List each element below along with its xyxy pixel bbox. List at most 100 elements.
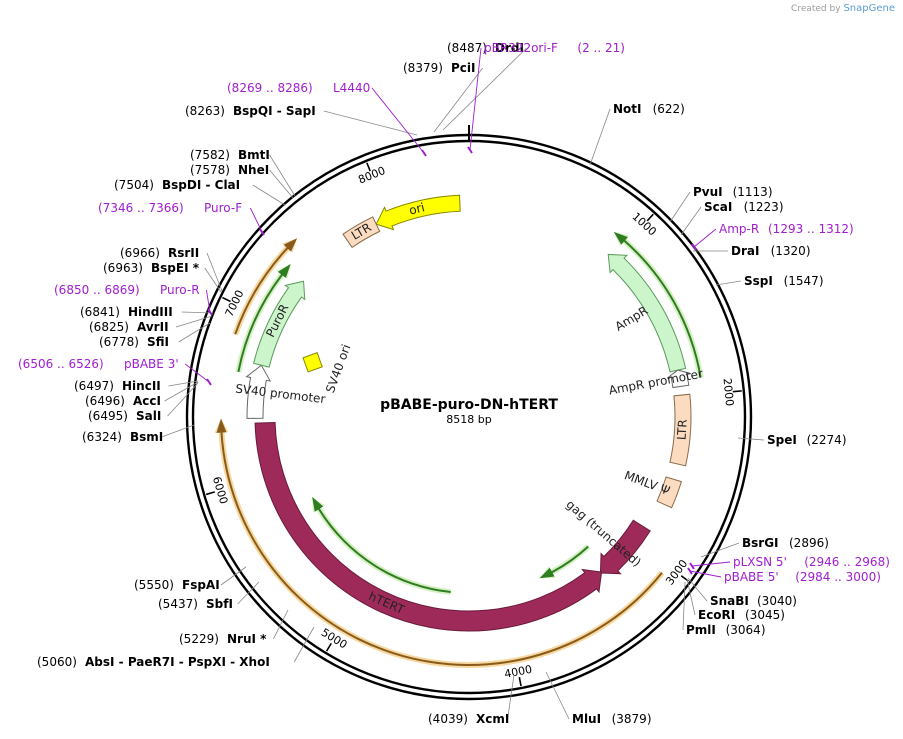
- site-leader: [442, 47, 527, 131]
- site-position: (6497): [74, 379, 114, 393]
- primer-puro-r[interactable]: (6850 .. 6869)Puro-R: [54, 283, 200, 297]
- site-bspdi-clai[interactable]: (7504)BspDI - ClaI: [114, 178, 240, 192]
- primer-amp-r[interactable]: Amp-R(1293 .. 1312): [719, 222, 854, 236]
- orf-puro-outer: [234, 238, 298, 335]
- site-name: SnaBI: [710, 594, 749, 608]
- primer-leader: [693, 228, 717, 248]
- feature-htert[interactable]: [254, 421, 603, 632]
- site-nhei[interactable]: (7578)NheI: [190, 163, 269, 177]
- primer-leader: [205, 289, 211, 313]
- site-name: HindIII: [128, 305, 173, 319]
- site-drai[interactable]: DraI(1320): [731, 244, 811, 258]
- primer-name: Puro-F: [204, 201, 242, 215]
- site-spei[interactable]: SpeI(2274): [767, 433, 847, 447]
- site-position: (4039): [428, 712, 468, 726]
- site-drdi[interactable]: (8487)DrdI: [447, 41, 524, 55]
- site-sfii[interactable]: (6778)SfiI: [99, 335, 169, 349]
- feature-ampr[interactable]: [607, 253, 687, 373]
- site-xcmi[interactable]: (4039) XcmI: [428, 712, 509, 726]
- feature-label: SV40 ori: [323, 342, 353, 394]
- site-sspi[interactable]: SspI(1547): [744, 274, 824, 288]
- primer-pbr322ori-f[interactable]: pBR322ori-F(2 .. 21): [484, 41, 625, 55]
- tick-mark: [732, 390, 742, 393]
- feature-ltr-left[interactable]: [342, 216, 381, 249]
- site-sali[interactable]: (6495)SalI: [88, 409, 161, 423]
- site-leaders: [161, 47, 765, 720]
- site-ecori[interactable]: EcoRI(3045): [698, 608, 785, 622]
- primer-leader: [689, 570, 722, 578]
- feature-mmlv-psi[interactable]: [656, 476, 683, 509]
- site-position: (7582): [190, 148, 230, 162]
- primer-pbabe-5-[interactable]: pBABE 5'(2984 .. 3000): [724, 570, 881, 584]
- primer-mark: [206, 378, 212, 386]
- site-sbfi[interactable]: (5437)SbfI: [158, 597, 233, 611]
- site-leader: [273, 609, 289, 640]
- site-noti[interactable]: NotI(622): [613, 102, 685, 116]
- primer-l4440[interactable]: (8269 .. 8286)L4440: [227, 81, 370, 95]
- snapgene-logo: SnapGene: [843, 3, 895, 14]
- site-name: SalI: [136, 409, 161, 423]
- site-leader: [323, 110, 418, 136]
- site-bmti[interactable]: (7582) BmtI: [190, 148, 270, 162]
- site-pvui[interactable]: PvuI(1113): [693, 185, 773, 199]
- feature-label: ori: [408, 200, 427, 217]
- tick-mark: [222, 296, 231, 303]
- site-snabi[interactable]: SnaBI(3040): [710, 594, 797, 608]
- site-leader: [252, 184, 286, 206]
- feature-sv40-ori[interactable]: [302, 352, 323, 373]
- primer-mark: [259, 228, 265, 236]
- site-name: BspEI *: [151, 261, 200, 275]
- site-bspqi-sapi[interactable]: (8263)BspQI - SapI: [185, 104, 316, 118]
- site-name: DraI: [731, 244, 759, 258]
- site-name: EcoRI: [698, 608, 735, 622]
- feature-ampr-promoter[interactable]: [666, 369, 691, 389]
- site-hindiii[interactable]: (6841)HindIII: [80, 305, 173, 319]
- primer-name: pBABE 3': [124, 357, 179, 371]
- site-acci[interactable]: (6496)AccI: [85, 394, 161, 408]
- site-name: BspDI - ClaI: [162, 178, 240, 192]
- site-name: AvrII: [137, 320, 169, 334]
- site-name: AccI: [133, 394, 161, 408]
- site-nrui-[interactable]: (5229)NruI *: [179, 632, 267, 646]
- site-bspei-[interactable]: (6963) BspEI *: [103, 261, 200, 275]
- site-bsmi[interactable]: (6324)BsmI: [82, 430, 163, 444]
- feature-ltr-right[interactable]: [669, 393, 692, 467]
- site-leader: [237, 581, 260, 605]
- site-name: XcmI: [476, 712, 509, 726]
- primer-range: (6506 .. 6526): [18, 357, 104, 371]
- site-scai[interactable]: ScaI(1223): [704, 200, 784, 214]
- feature-sv40-promoter[interactable]: [245, 364, 272, 419]
- site-name: BmtI: [238, 148, 270, 162]
- site-leader: [168, 380, 199, 387]
- site-hincii[interactable]: (6497)HincII: [74, 379, 161, 393]
- tick-mark: [205, 491, 216, 496]
- site-pmli[interactable]: PmlI(3064): [686, 623, 766, 637]
- site-pcii[interactable]: (8379)PciI: [403, 61, 476, 75]
- tick-label: 3000: [663, 557, 690, 587]
- site-leader: [680, 206, 702, 236]
- site-position: (1113): [733, 185, 773, 199]
- site-name: NheI: [238, 163, 269, 177]
- primer-range: (6850 .. 6869): [54, 283, 140, 297]
- primer-puro-f[interactable]: (7346 .. 7366)Puro-F: [98, 201, 242, 215]
- site-bsrgi[interactable]: BsrGI(2896): [742, 536, 829, 550]
- site-absi-paer7i-pspxi-xhoi[interactable]: (5060)AbsI - PaeR7I - PspXI - XhoI: [37, 655, 270, 669]
- primer-mark: [687, 567, 693, 575]
- site-avrii[interactable]: (6825)AvrII: [89, 320, 169, 334]
- primer-plxsn-5-[interactable]: pLXSN 5'(2946 .. 2968): [733, 555, 890, 569]
- site-position: (6778): [99, 335, 139, 349]
- tick-mark: [366, 162, 371, 172]
- site-leader: [220, 566, 247, 586]
- feature-puror[interactable]: [252, 280, 306, 368]
- site-mlui[interactable]: MluI(3879): [572, 712, 652, 726]
- site-position: (6324): [82, 430, 122, 444]
- site-name: DrdI: [495, 41, 524, 55]
- site-leader: [682, 581, 686, 631]
- feature-gag-truncated-[interactable]: [599, 519, 651, 575]
- primer-pbabe-3-[interactable]: (6506 .. 6526) pBABE 3': [18, 357, 179, 371]
- site-rsrii[interactable]: (6966)RsrII: [120, 246, 199, 260]
- site-position: (6963): [103, 261, 143, 275]
- site-fspai[interactable]: (5550)FspAI: [134, 578, 220, 592]
